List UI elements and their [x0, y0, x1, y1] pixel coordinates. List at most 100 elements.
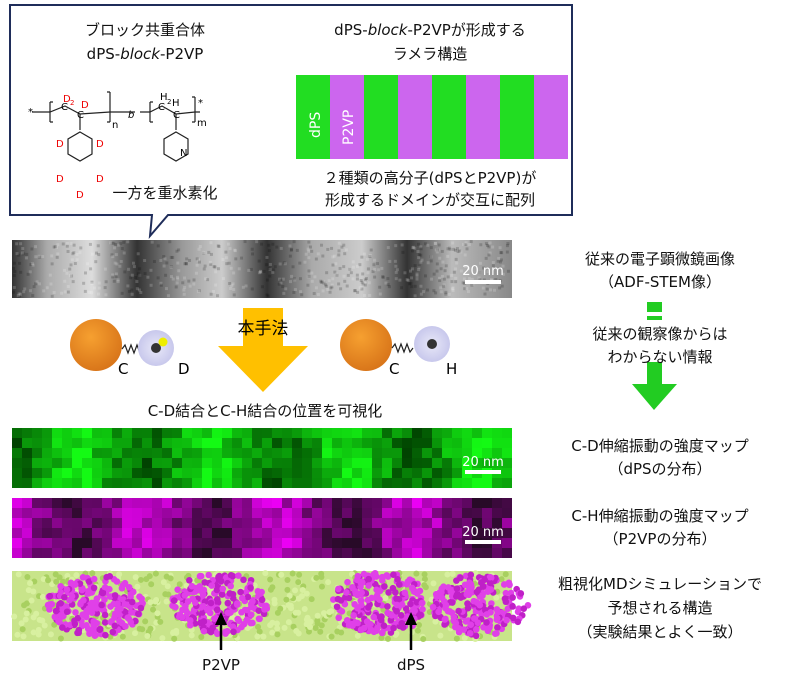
- dps-bead: [313, 574, 320, 581]
- map-pixel: [352, 428, 362, 438]
- map-pixel: [292, 548, 302, 558]
- noise-pixel: [129, 276, 133, 280]
- noise-pixel: [342, 243, 346, 247]
- noise-pixel: [120, 247, 124, 251]
- map-pixel: [222, 548, 232, 558]
- noise-pixel: [70, 258, 74, 262]
- map-pixel: [472, 508, 482, 518]
- map-pixel: [232, 548, 242, 558]
- p2vp-bead: [186, 576, 193, 584]
- map-pixel: [452, 448, 462, 458]
- noise-pixel: [208, 260, 212, 264]
- map-pixel: [112, 448, 122, 458]
- noise-pixel: [174, 285, 178, 289]
- dps-bead: [56, 574, 63, 581]
- noise-pixel: [225, 262, 229, 266]
- p2vp-bead: [460, 626, 468, 633]
- dps-bead: [23, 610, 30, 617]
- noise-pixel: [433, 242, 437, 246]
- p2vp-bead: [98, 601, 105, 609]
- noise-pixel: [498, 246, 502, 250]
- noise-pixel: [166, 294, 170, 298]
- noise-pixel: [130, 288, 134, 292]
- noise-pixel: [344, 248, 348, 252]
- map-pixel: [312, 468, 322, 478]
- map-pixel: [442, 468, 452, 478]
- noise-pixel: [328, 290, 332, 294]
- noise-pixel: [288, 254, 292, 258]
- map-pixel: [62, 448, 72, 458]
- dps-domain: [432, 75, 466, 159]
- map-pixel: [262, 478, 272, 488]
- noise-pixel: [430, 277, 434, 281]
- map-pixel: [162, 468, 172, 478]
- map-pixel: [202, 548, 212, 558]
- p2vp-bead: [255, 615, 263, 623]
- noise-pixel: [439, 290, 443, 294]
- noise-pixel: [38, 255, 42, 259]
- p2vp-bead: [503, 616, 510, 624]
- map-pixel: [432, 538, 442, 548]
- map-pixel: [282, 548, 292, 558]
- map-pixel: [52, 528, 62, 538]
- p2vp-bead: [59, 624, 66, 631]
- map-pixel: [392, 498, 402, 508]
- map-pixel: [62, 428, 72, 438]
- noise-pixel: [265, 293, 269, 297]
- map-pixel: [342, 498, 352, 508]
- map-pixel: [432, 548, 442, 558]
- noise-pixel: [448, 246, 452, 250]
- ch-map-label-sub: （P2VPの分布）: [603, 530, 717, 548]
- noise-pixel: [353, 289, 357, 293]
- map-pixel: [112, 548, 122, 558]
- p2vp-bead: [111, 614, 118, 621]
- noise-pixel: [487, 253, 491, 257]
- dps-bead: [15, 571, 22, 578]
- map-pixel: [212, 438, 222, 448]
- map-pixel: [142, 528, 152, 538]
- p2vp-bead: [413, 590, 421, 597]
- p2vp-bead: [449, 599, 456, 606]
- p2vp-bead: [135, 610, 142, 618]
- p2vp-bead: [384, 603, 391, 610]
- map-pixel: [362, 468, 372, 478]
- noise-pixel: [465, 247, 469, 251]
- lamella-title: dPS-block-P2VPが形成する: [290, 21, 570, 39]
- dps-bead: [421, 571, 428, 578]
- p2vp-bead: [207, 599, 215, 607]
- map-pixel: [422, 498, 432, 508]
- p2vp-bead: [483, 611, 491, 618]
- p2vp-bead: [110, 600, 117, 608]
- noise-pixel: [417, 256, 421, 260]
- p2vp-bead: [93, 595, 101, 602]
- noise-pixel: [417, 268, 421, 272]
- map-pixel: [402, 438, 412, 448]
- p2vp-bead: [75, 626, 83, 634]
- noise-pixel: [330, 285, 334, 289]
- map-pixel: [112, 518, 122, 528]
- noise-pixel: [65, 244, 69, 248]
- map-pixel: [202, 518, 212, 528]
- map-pixel: [212, 468, 222, 478]
- noise-pixel: [400, 243, 404, 247]
- noise-pixel: [494, 278, 498, 282]
- map-pixel: [32, 498, 42, 508]
- map-pixel: [122, 498, 132, 508]
- map-pixel: [312, 528, 322, 538]
- noise-pixel: [363, 280, 367, 284]
- map-pixel: [222, 428, 232, 438]
- map-pixel: [22, 458, 32, 468]
- noise-pixel: [381, 275, 385, 279]
- noise-pixel: [310, 279, 314, 283]
- noise-pixel: [72, 251, 76, 255]
- noise-pixel: [123, 270, 127, 274]
- dps-bead: [147, 599, 154, 606]
- map-pixel: [502, 518, 512, 528]
- map-pixel: [442, 428, 452, 438]
- map-pixel: [332, 528, 342, 538]
- noise-pixel: [446, 254, 450, 258]
- map-pixel: [272, 538, 282, 548]
- map-pixel: [322, 538, 332, 548]
- noise-pixel: [409, 281, 413, 285]
- map-pixel: [322, 498, 332, 508]
